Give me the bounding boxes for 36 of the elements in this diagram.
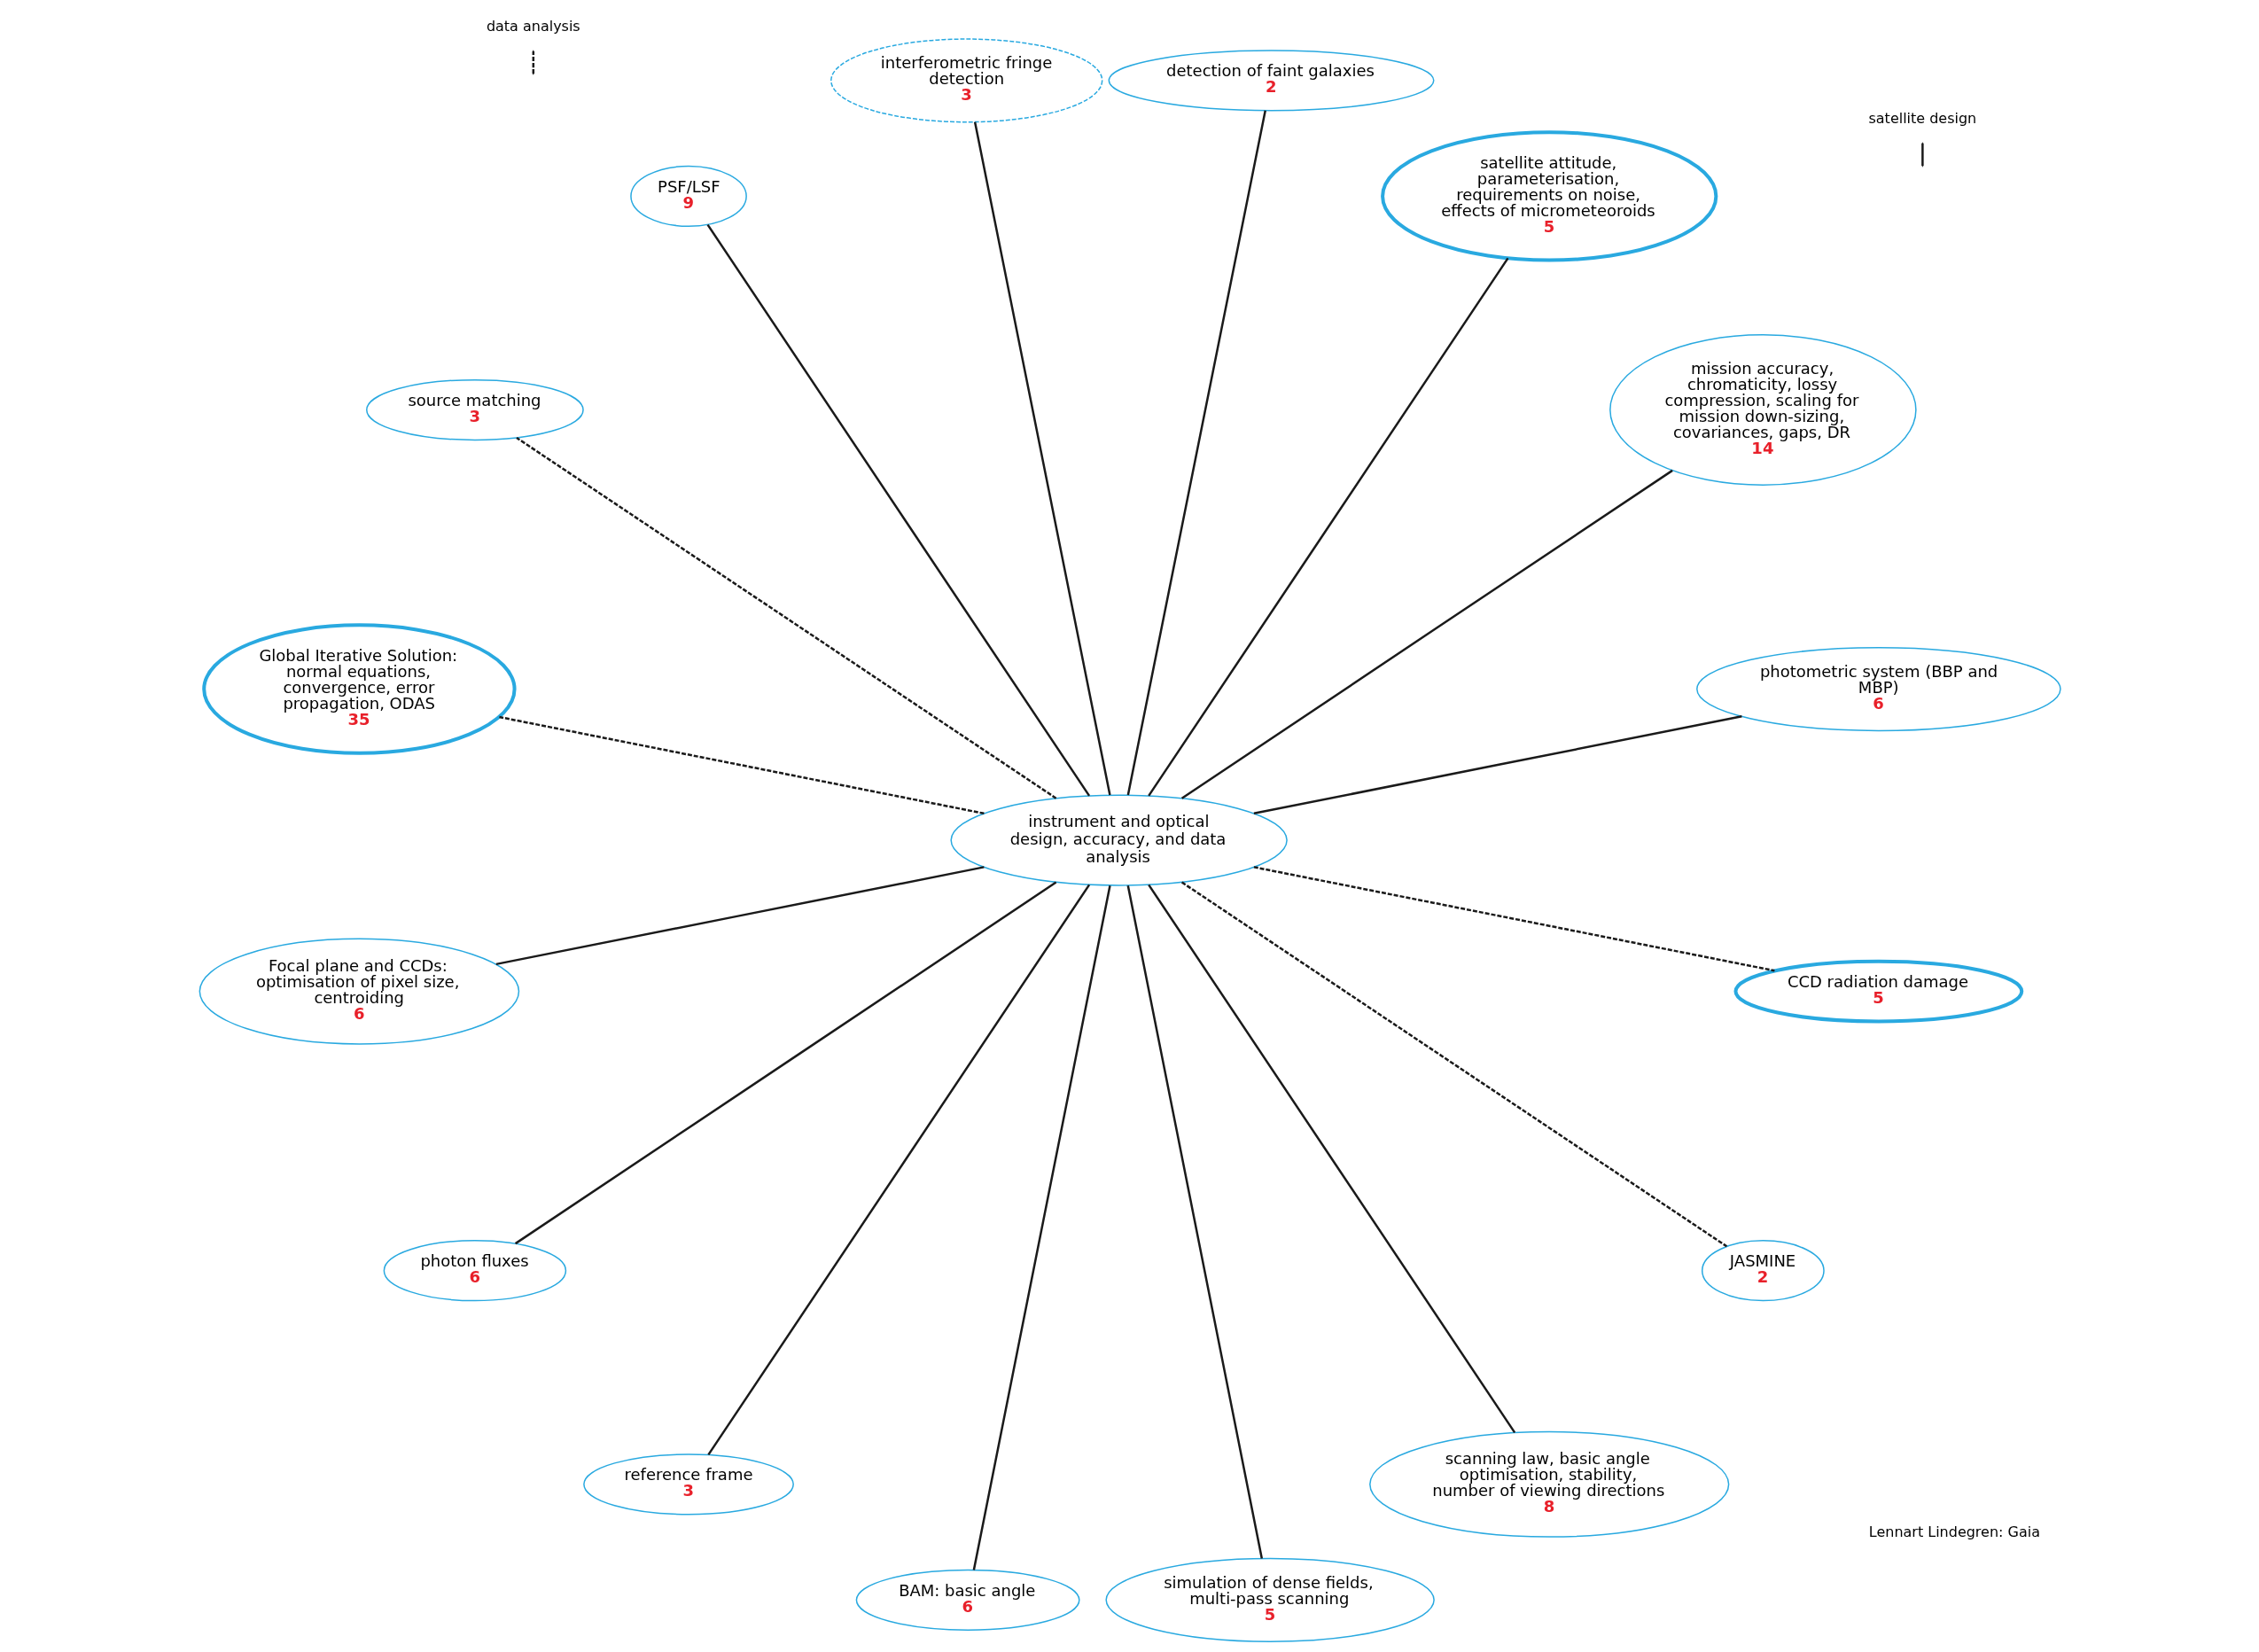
node-ellipse: detection of faint galaxies 2 bbox=[1108, 49, 1434, 111]
legend-label: data analysis bbox=[486, 17, 580, 35]
node-ellipse: instrument and optical design, accuracy, and data analysis bbox=[949, 794, 1288, 886]
node-ellipse: source matching 3 bbox=[365, 378, 584, 440]
node-ellipse: JASMINE 2 bbox=[1701, 1239, 1825, 1301]
connector bbox=[706, 223, 1090, 797]
connector bbox=[1126, 110, 1266, 795]
node-ellipse: satellite attitude, parameterisation, requirements on noise, effects of micrometeoroids 5 bbox=[1380, 129, 1718, 262]
connector bbox=[495, 865, 985, 965]
connector bbox=[1147, 884, 1515, 1433]
connector bbox=[706, 884, 1090, 1455]
node-ellipse: Global Iterative Solution: normal equations, convergence, error propagation, ODAS 35 bbox=[201, 622, 517, 755]
node-ellipse: Focal plane and CCDs: optimisation of pixel size, centroiding 6 bbox=[199, 938, 519, 1045]
node-ellipse: scanning law, basic angle optimisation, stability, number of viewing directions 8 bbox=[1368, 1430, 1729, 1538]
label: Lennart Lindegren: Gaia bbox=[1868, 1523, 2040, 1540]
connector bbox=[1126, 884, 1263, 1559]
legend-label: satellite design bbox=[1868, 109, 1976, 127]
connector bbox=[1147, 257, 1508, 797]
connector bbox=[1180, 469, 1673, 799]
node-ellipse: BAM: basic angle 6 bbox=[855, 1569, 1080, 1631]
connector bbox=[1253, 865, 1775, 971]
node-ellipse: simulation of dense fields, multi-pass scanning 5 bbox=[1104, 1557, 1435, 1642]
connector bbox=[1180, 881, 1727, 1247]
connector bbox=[515, 436, 1056, 799]
node-ellipse: interferometric fringe detection 3 bbox=[830, 37, 1102, 122]
connector bbox=[514, 881, 1056, 1244]
node-ellipse: reference frame 3 bbox=[582, 1453, 794, 1515]
connector bbox=[1253, 714, 1742, 814]
node-ellipse: photometric system (BBP and MBP) 6 bbox=[1695, 646, 2061, 731]
node-ellipse: mission accuracy, chromaticity, lossy compression, scaling for mission down-sizing, covariances, gaps, DR 14 bbox=[1609, 333, 1917, 486]
connector bbox=[498, 715, 985, 814]
connector bbox=[973, 121, 1111, 795]
node-ellipse: PSF/LSF 9 bbox=[629, 165, 747, 227]
connector bbox=[972, 884, 1111, 1570]
node-ellipse: CCD radiation damage 5 bbox=[1733, 959, 2023, 1023]
node-ellipse: photon fluxes 6 bbox=[383, 1239, 566, 1301]
